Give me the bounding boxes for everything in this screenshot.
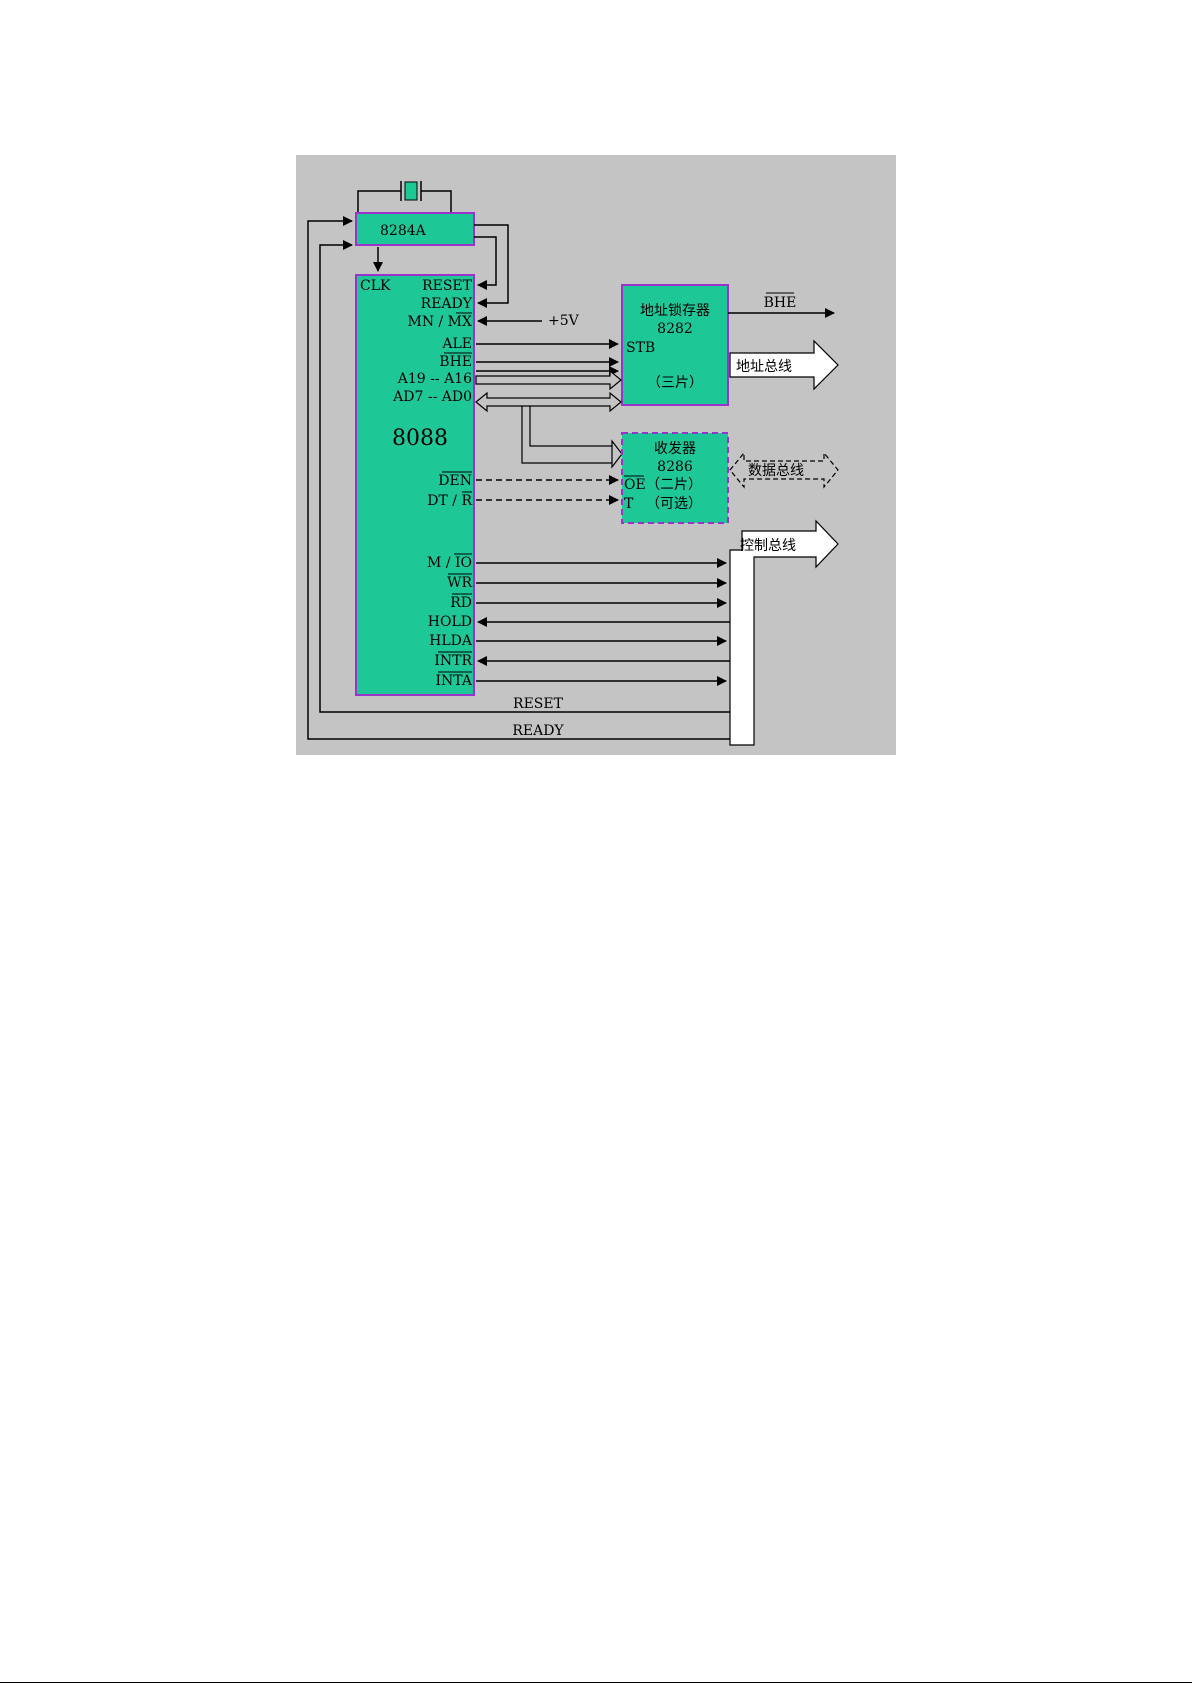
address-bus-label: 地址总线: [736, 359, 792, 375]
pin-rd: RD: [450, 595, 472, 611]
transceiver-oe: OE: [624, 477, 646, 493]
bhe-out-label: BHE: [764, 295, 797, 311]
diagram-8088-minimum-mode: 8284A 8088 CLK RESET READY MN / MX ALE B…: [296, 155, 896, 755]
transceiver-title: 收发器: [654, 441, 696, 457]
feedback-ready-label: READY: [512, 723, 564, 739]
data-bus-label: 数据总线: [748, 463, 804, 479]
transceiver-t-note: （可选）: [646, 496, 702, 512]
latch-part: 8282: [657, 321, 693, 337]
transceiver-t: T: [624, 496, 634, 512]
latch-title: 地址锁存器: [640, 303, 710, 319]
pin-bhe: BHE: [439, 354, 472, 370]
transceiver-oe-note: （二片）: [646, 477, 702, 493]
pin-wr: WR: [447, 575, 472, 591]
pin-reset: RESET: [422, 278, 473, 294]
pin-hold: HOLD: [428, 614, 472, 630]
cpu-name: 8088: [392, 426, 448, 451]
pin-inta: INTA: [436, 673, 473, 689]
control-bus-label: 控制总线: [740, 538, 796, 554]
transceiver-part: 8286: [657, 459, 693, 475]
pin-den: DEN: [438, 473, 472, 489]
clock-generator-label: 8284A: [380, 223, 427, 239]
latch-count: （三片）: [647, 375, 703, 391]
pin-m-io: M / IO: [427, 555, 472, 571]
feedback-reset-label: RESET: [513, 696, 564, 712]
plus5v-label: +5V: [548, 313, 580, 329]
pin-a19-a16: A19 -- A16: [397, 371, 472, 387]
pin-ale: ALE: [441, 336, 472, 352]
pin-ad7-ad0: AD7 -- AD0: [392, 389, 472, 405]
pin-mn-mx: MN / MX: [407, 314, 472, 330]
page-bottom-rule: [0, 1682, 1192, 1683]
pin-dt-r: DT / R: [427, 493, 472, 509]
pin-clk: CLK: [360, 278, 391, 294]
pin-hlda: HLDA: [429, 633, 473, 649]
pin-intr: INTR: [434, 653, 472, 669]
pin-ready: READY: [421, 296, 473, 312]
latch-stb: STB: [626, 340, 655, 356]
